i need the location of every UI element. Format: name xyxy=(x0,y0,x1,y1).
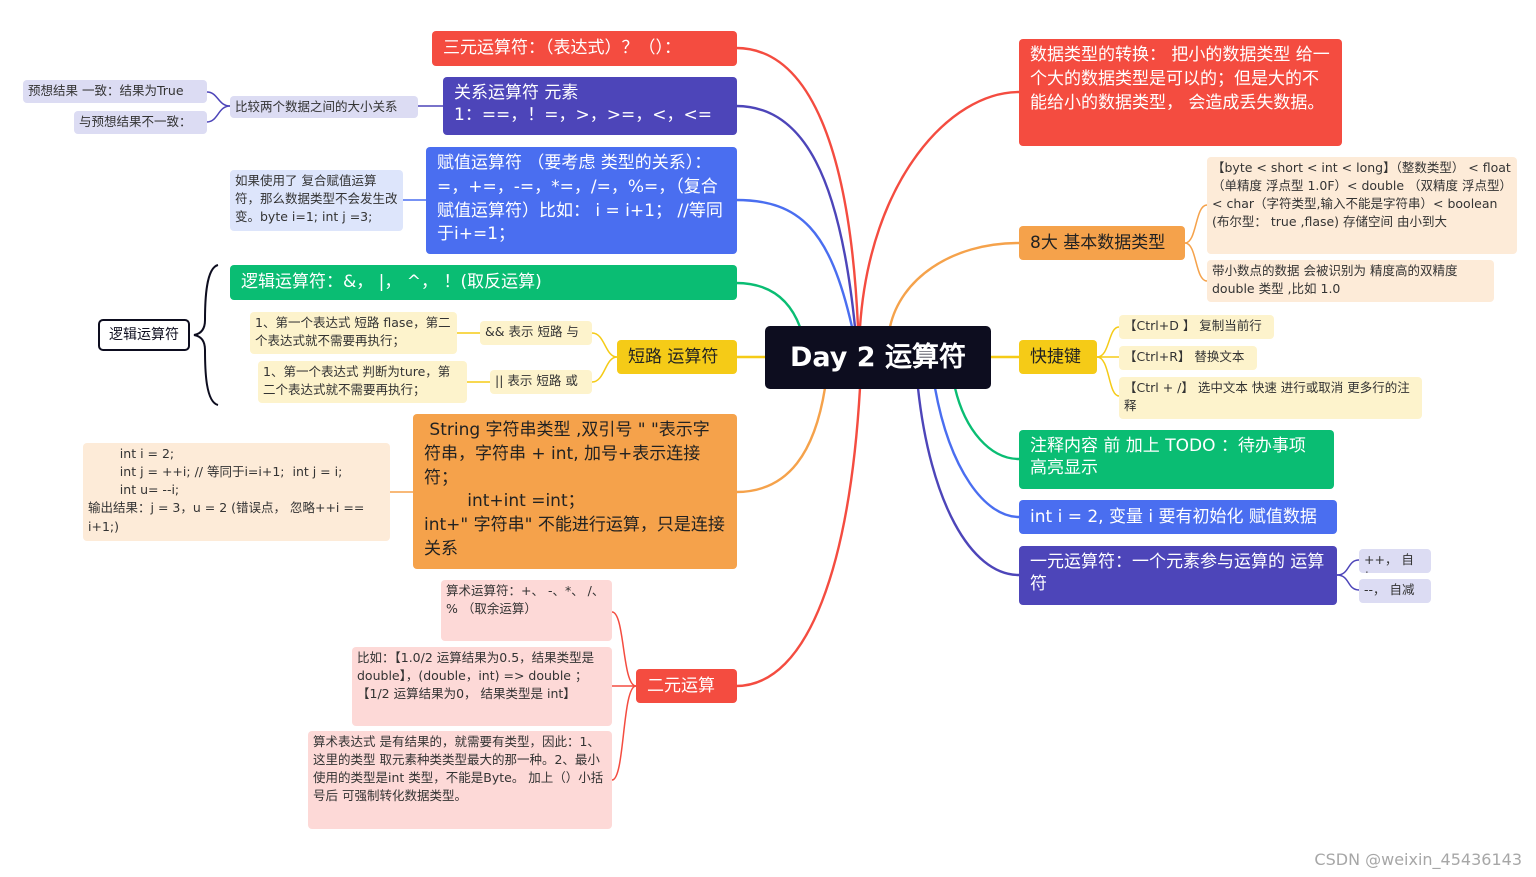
watermark: CSDN @weixin_45436143 xyxy=(1314,850,1522,869)
link-binary xyxy=(735,387,862,688)
unary-increment[interactable]: ++， 自加 xyxy=(1359,549,1431,573)
link-string xyxy=(735,387,827,494)
logic-summary-label[interactable]: 逻辑运算符 xyxy=(98,319,190,351)
link-logic xyxy=(735,281,802,328)
type-order-note[interactable]: 【byte < short < int < long】（整数类型） < floa… xyxy=(1207,157,1517,254)
double-default-note[interactable]: 带小数点的数据 会被识别为 精度高的双精度double 类型 ,比如 1.0 xyxy=(1207,260,1494,302)
short-and-node[interactable]: && 表示 短路 与 xyxy=(480,321,592,345)
short-circuit-node[interactable]: 短路 运算符 xyxy=(617,340,737,374)
link-unary xyxy=(916,387,1020,577)
link-todo xyxy=(953,387,1020,461)
link-conversion xyxy=(858,90,1020,328)
arithmetic-operator-note[interactable]: 算术运算符：+、 -、*、 /、% （取余运算） xyxy=(441,580,612,641)
link-assignment xyxy=(735,198,854,328)
string-type-node[interactable]: String 字符串类型 ,双引号 " "表示字符串，字符串 + int, 加号… xyxy=(413,414,737,569)
link-init xyxy=(933,387,1020,519)
link-basic xyxy=(888,241,1020,328)
shortcut-ctrl-r[interactable]: 【Ctrl+R】 替换文本 xyxy=(1119,346,1257,370)
shortcut-ctrl-d[interactable]: 【Ctrl+D 】 复制当前行 xyxy=(1119,315,1274,339)
summary-bracket xyxy=(193,264,219,406)
link-relational xyxy=(735,104,857,328)
short-or-note[interactable]: 1、第一个表达式 判断为ture，第二个表达式就不需要再执行； xyxy=(258,361,467,403)
short-and-note[interactable]: 1、第一个表达式 短路 flase，第二个表达式就不需要再执行； xyxy=(250,312,457,354)
arithmetic-expression-note[interactable]: 算术表达式 是有结果的，就需要有类型，因此：1、这里的类型 取元素种类类型最大的… xyxy=(308,731,612,829)
logical-operator-node[interactable]: 逻辑运算符：&， |， ^， ！(取反运算) xyxy=(230,265,737,300)
link-ternary xyxy=(735,46,860,328)
relational-operator-node[interactable]: 关系运算符 元素 1：==，！=，>，>=，<，<= xyxy=(443,77,737,135)
shortcut-ctrl-slash[interactable]: 【Ctrl + /】 选中文本 快速 进行或取消 更多行的注释 xyxy=(1119,377,1422,419)
result-mismatch-node[interactable]: 与预想结果不一致： xyxy=(74,111,207,134)
primitive-types-node[interactable]: 8大 基本数据类型 xyxy=(1019,226,1185,260)
unary-operator-node[interactable]: 一元运算符：一个元素参与运算的 运算符 xyxy=(1019,546,1337,605)
type-conversion-node[interactable]: 数据类型的转换： 把小的数据类型 给一个大的数据类型是可以的；但是大的不能给小的… xyxy=(1019,39,1342,146)
binary-operator-node[interactable]: 二元运算 xyxy=(636,669,737,703)
result-match-node[interactable]: 预想结果 一致：结果为True xyxy=(23,80,207,103)
assignment-operator-node[interactable]: 赋值运算符 （要考虑 类型的关系）：=，+=，-=，*=，/=，%=，（复合赋值… xyxy=(426,147,737,254)
unary-decrement[interactable]: --， 自减 xyxy=(1359,579,1431,603)
short-or-node[interactable]: || 表示 短路 或 xyxy=(490,370,592,394)
shortcut-keys-node[interactable]: 快捷键 xyxy=(1019,340,1097,374)
division-example-note[interactable]: 比如：【1.0/2 运算结果为0.5，结果类型是double】，(double，… xyxy=(352,647,612,726)
root-topic[interactable]: Day 2 运算符 xyxy=(765,326,991,389)
todo-comment-node[interactable]: 注释内容 前 加上 TODO ：待办事项 高亮显示 xyxy=(1019,430,1334,489)
variable-init-node[interactable]: int i = 2, 变量 i 要有初始化 赋值数据 xyxy=(1019,500,1337,534)
increment-example-note[interactable]: int i = 2; int j = ++i; // 等同于i=i+1; int… xyxy=(83,443,390,541)
compound-assignment-note[interactable]: 如果使用了 复合赋值运算符，那么数据类型不会发生改变。byte i=1; int… xyxy=(230,170,403,231)
compare-size-node[interactable]: 比较两个数据之间的大小关系 xyxy=(230,96,418,118)
ternary-operator-node[interactable]: 三元运算符：（表达式）？（）： xyxy=(432,31,737,66)
